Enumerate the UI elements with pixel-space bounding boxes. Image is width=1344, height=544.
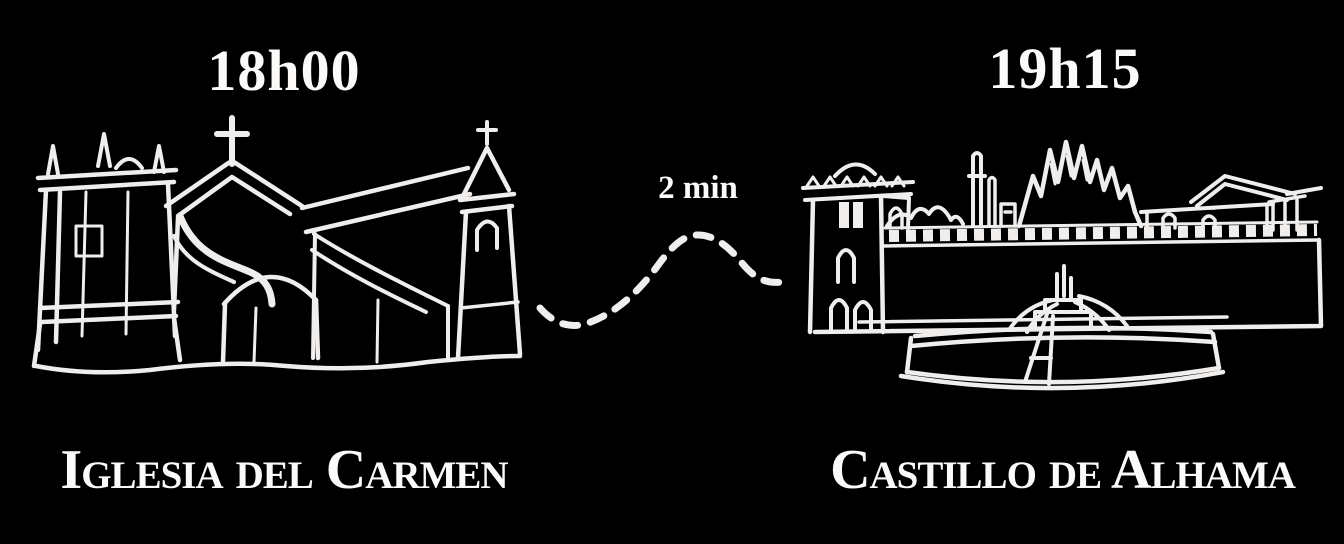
castle-name-label: Castillo de Alhama	[830, 439, 1296, 501]
castle-fountain-sketch-icon	[801, 139, 1324, 391]
church-sketch-icon	[31, 115, 523, 375]
walk-duration-label: 2 min	[658, 170, 738, 206]
church-name-label: Iglesia del Carmen	[60, 439, 508, 501]
castle-illustration	[795, 132, 1335, 403]
departure-time-label: 18h00	[207, 38, 361, 103]
route-dashed-path	[526, 222, 796, 342]
church-illustration	[28, 110, 540, 407]
walking-path-icon	[536, 231, 786, 329]
arrival-time-label: 19h15	[988, 36, 1142, 101]
